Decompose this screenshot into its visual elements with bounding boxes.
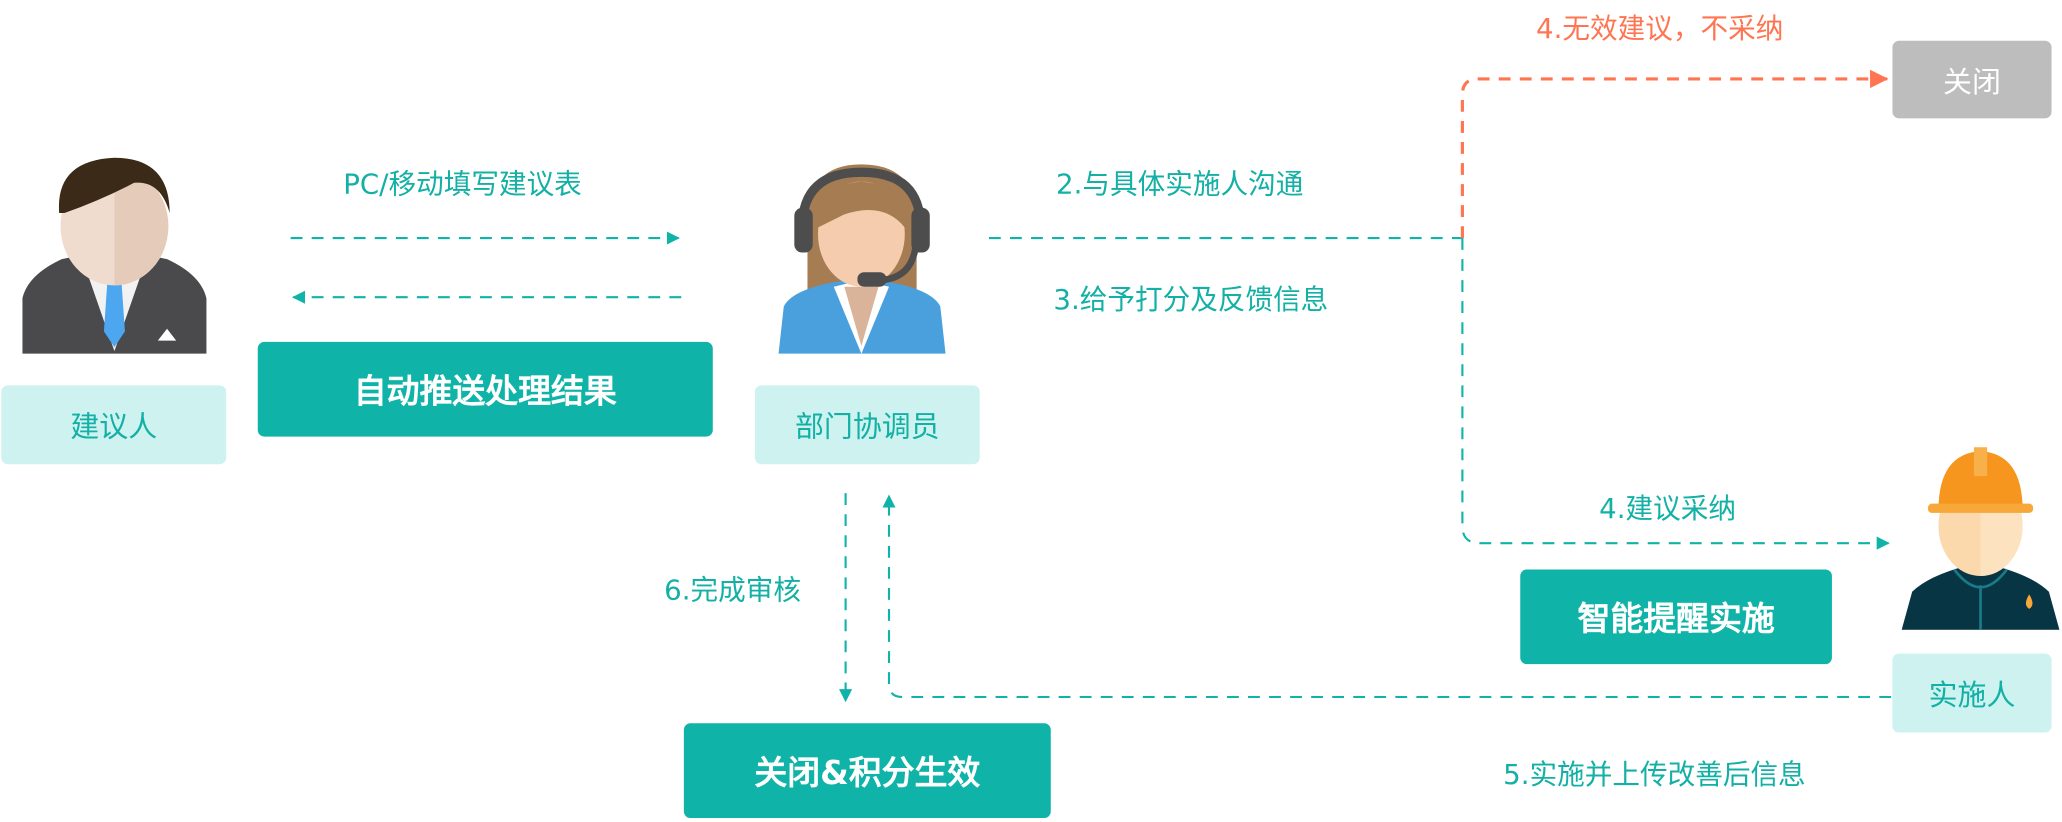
arrow-upload (882, 494, 1892, 699)
role-coordinator: 部门协调员 (754, 385, 980, 465)
label-invalid: 4.无效建议，不采纳 (1536, 13, 1784, 45)
smart-remind-box: 智能提醒实施 (1520, 569, 1832, 665)
close-points-box: 关闭&积分生效 (683, 723, 1051, 818)
role-proposer: 建议人 (1, 385, 227, 465)
label-fill-form: PC/移动填写建议表 (343, 168, 582, 200)
label-review: 6.完成审核 (664, 574, 801, 607)
label-adopted: 4.建议采纳 (1599, 493, 1736, 525)
arrow-invalid (1460, 69, 1889, 239)
auto-push-box: 自动推送处理结果 (257, 341, 713, 437)
worker-icon (1901, 447, 2060, 630)
closed-box: 关闭 (1892, 40, 2052, 119)
role-implementer: 实施人 (1892, 653, 2052, 733)
label-score-feedback: 3.给予打分及反馈信息 (1053, 284, 1329, 316)
customer-service-icon (778, 164, 946, 354)
label-upload: 5.实施并上传改善后信息 (1503, 758, 1806, 791)
label-communicate: 2.与具体实施人沟通 (1056, 168, 1304, 200)
arrow-adopted (1461, 238, 1890, 550)
businessman-icon (22, 157, 207, 354)
